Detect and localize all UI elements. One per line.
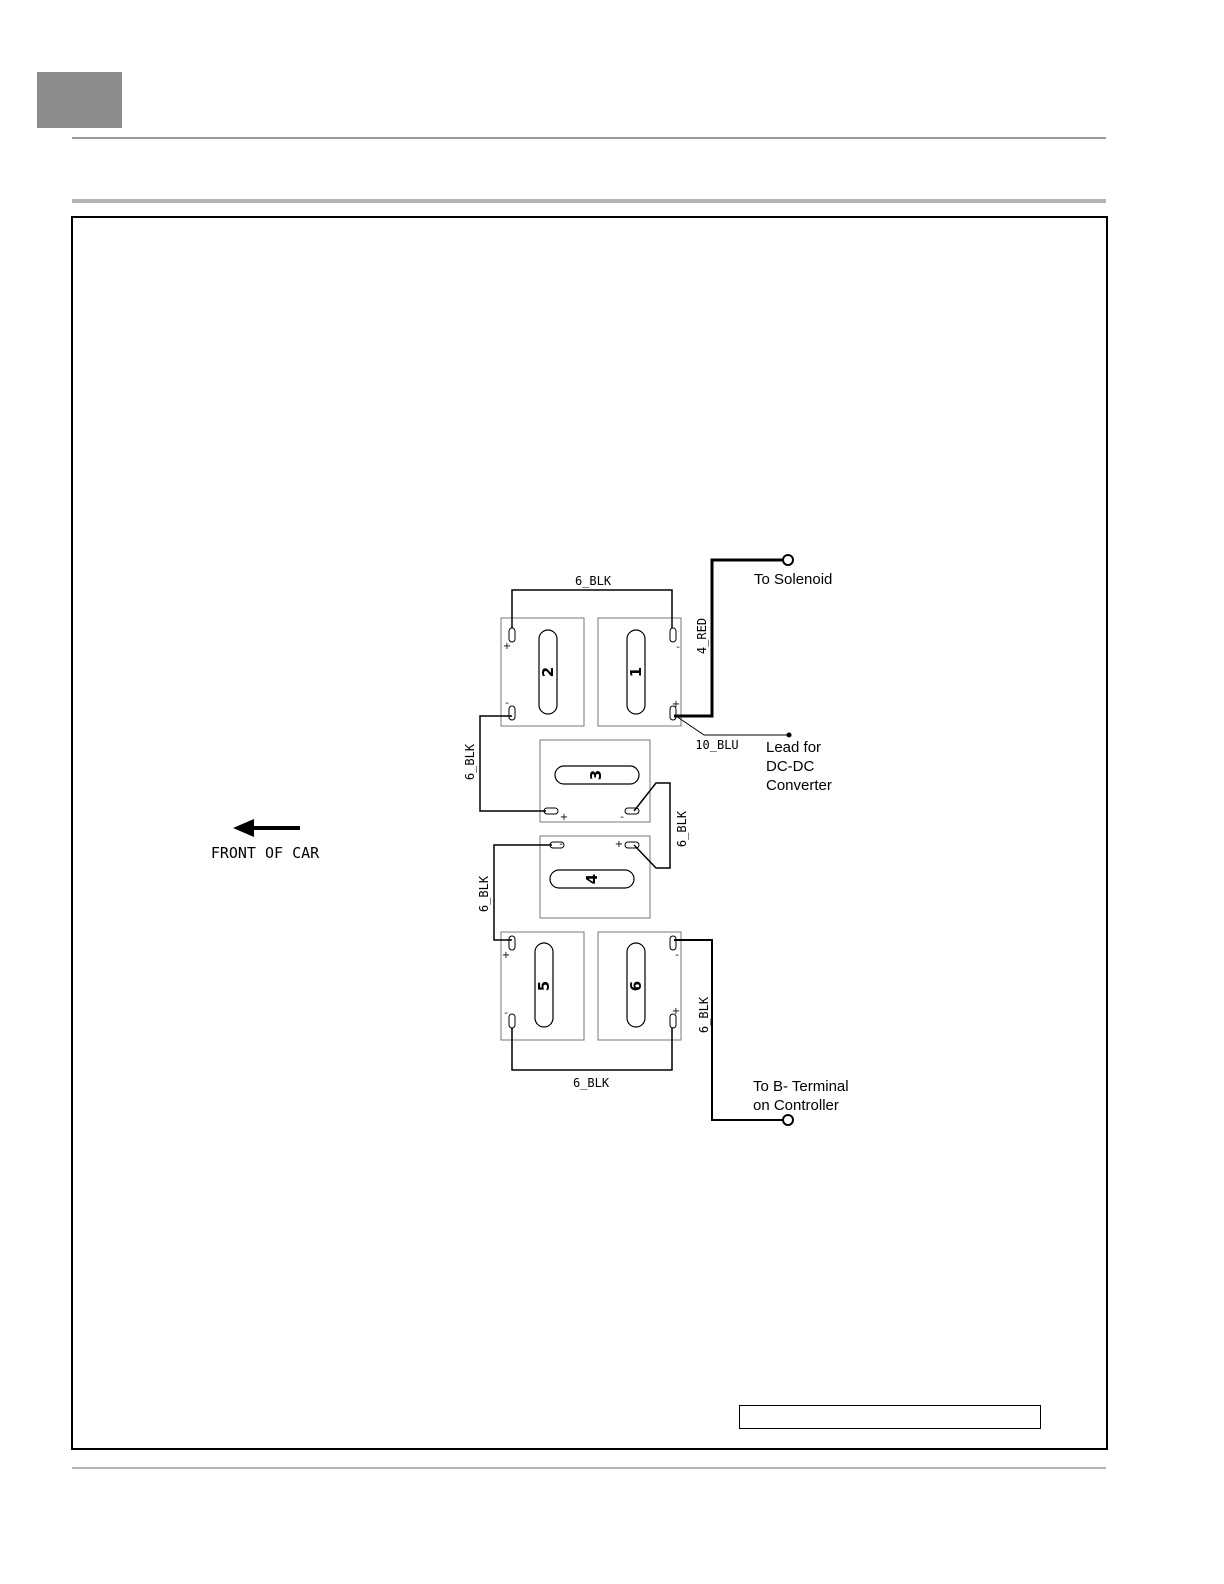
wire-label-4-5: 6_BLK xyxy=(477,875,491,912)
callout-dcdc-line1: Lead for xyxy=(766,739,821,756)
front-of-car-label: FRONT OF CAR xyxy=(211,844,320,862)
polarity-minus: - xyxy=(505,698,509,709)
callout-dcdc-line2: DC-DC xyxy=(766,758,814,775)
battery-1-label: 1 xyxy=(627,667,645,677)
polarity-minus: - xyxy=(504,1008,508,1019)
polarity-plus: + xyxy=(615,839,623,850)
wire-label-1-solenoid: 4_RED xyxy=(695,618,709,654)
polarity-minus: - xyxy=(676,642,680,653)
polarity-plus: + xyxy=(672,1006,680,1017)
battery-5-label: 5 xyxy=(535,981,553,991)
callout-solenoid: To Solenoid xyxy=(754,571,832,588)
polarity-plus: + xyxy=(502,950,510,961)
wire-label-2-3: 6_BLK xyxy=(463,743,477,780)
controller-terminal-icon xyxy=(783,1115,793,1125)
polarity-plus: + xyxy=(672,699,680,710)
battery-3-label: 3 xyxy=(587,770,605,780)
wire-label-dcdc: 10_BLU xyxy=(695,738,738,752)
wire-4-5 xyxy=(494,845,552,940)
wire-3-4 xyxy=(634,783,670,868)
battery-2-label: 2 xyxy=(539,667,557,677)
battery-6-label: 6 xyxy=(627,981,645,991)
polarity-minus: - xyxy=(620,812,624,823)
polarity-minus: - xyxy=(675,950,679,961)
wire-5-6-bottom xyxy=(512,1028,672,1070)
callout-controller-line2: on Controller xyxy=(753,1097,839,1114)
polarity-plus: + xyxy=(560,812,568,823)
polarity-plus: + xyxy=(503,641,511,652)
front-arrow-icon xyxy=(233,819,300,837)
callout-controller-line1: To B- Terminal xyxy=(753,1078,849,1095)
wire-label-6-controller: 6_BLK xyxy=(697,996,711,1033)
battery-4-label: 4 xyxy=(583,874,601,884)
callout-dcdc-line3: Converter xyxy=(766,777,832,794)
wire-2-3 xyxy=(480,716,546,811)
wire-label-3-4: 6_BLK xyxy=(675,810,689,847)
solenoid-terminal-icon xyxy=(783,555,793,565)
polarity-minus: - xyxy=(559,839,563,850)
wire-label-5-6: 6_BLK xyxy=(573,1076,610,1090)
wire-2-1-top xyxy=(512,590,672,628)
wire-label-2-1: 6_BLK xyxy=(575,574,612,588)
